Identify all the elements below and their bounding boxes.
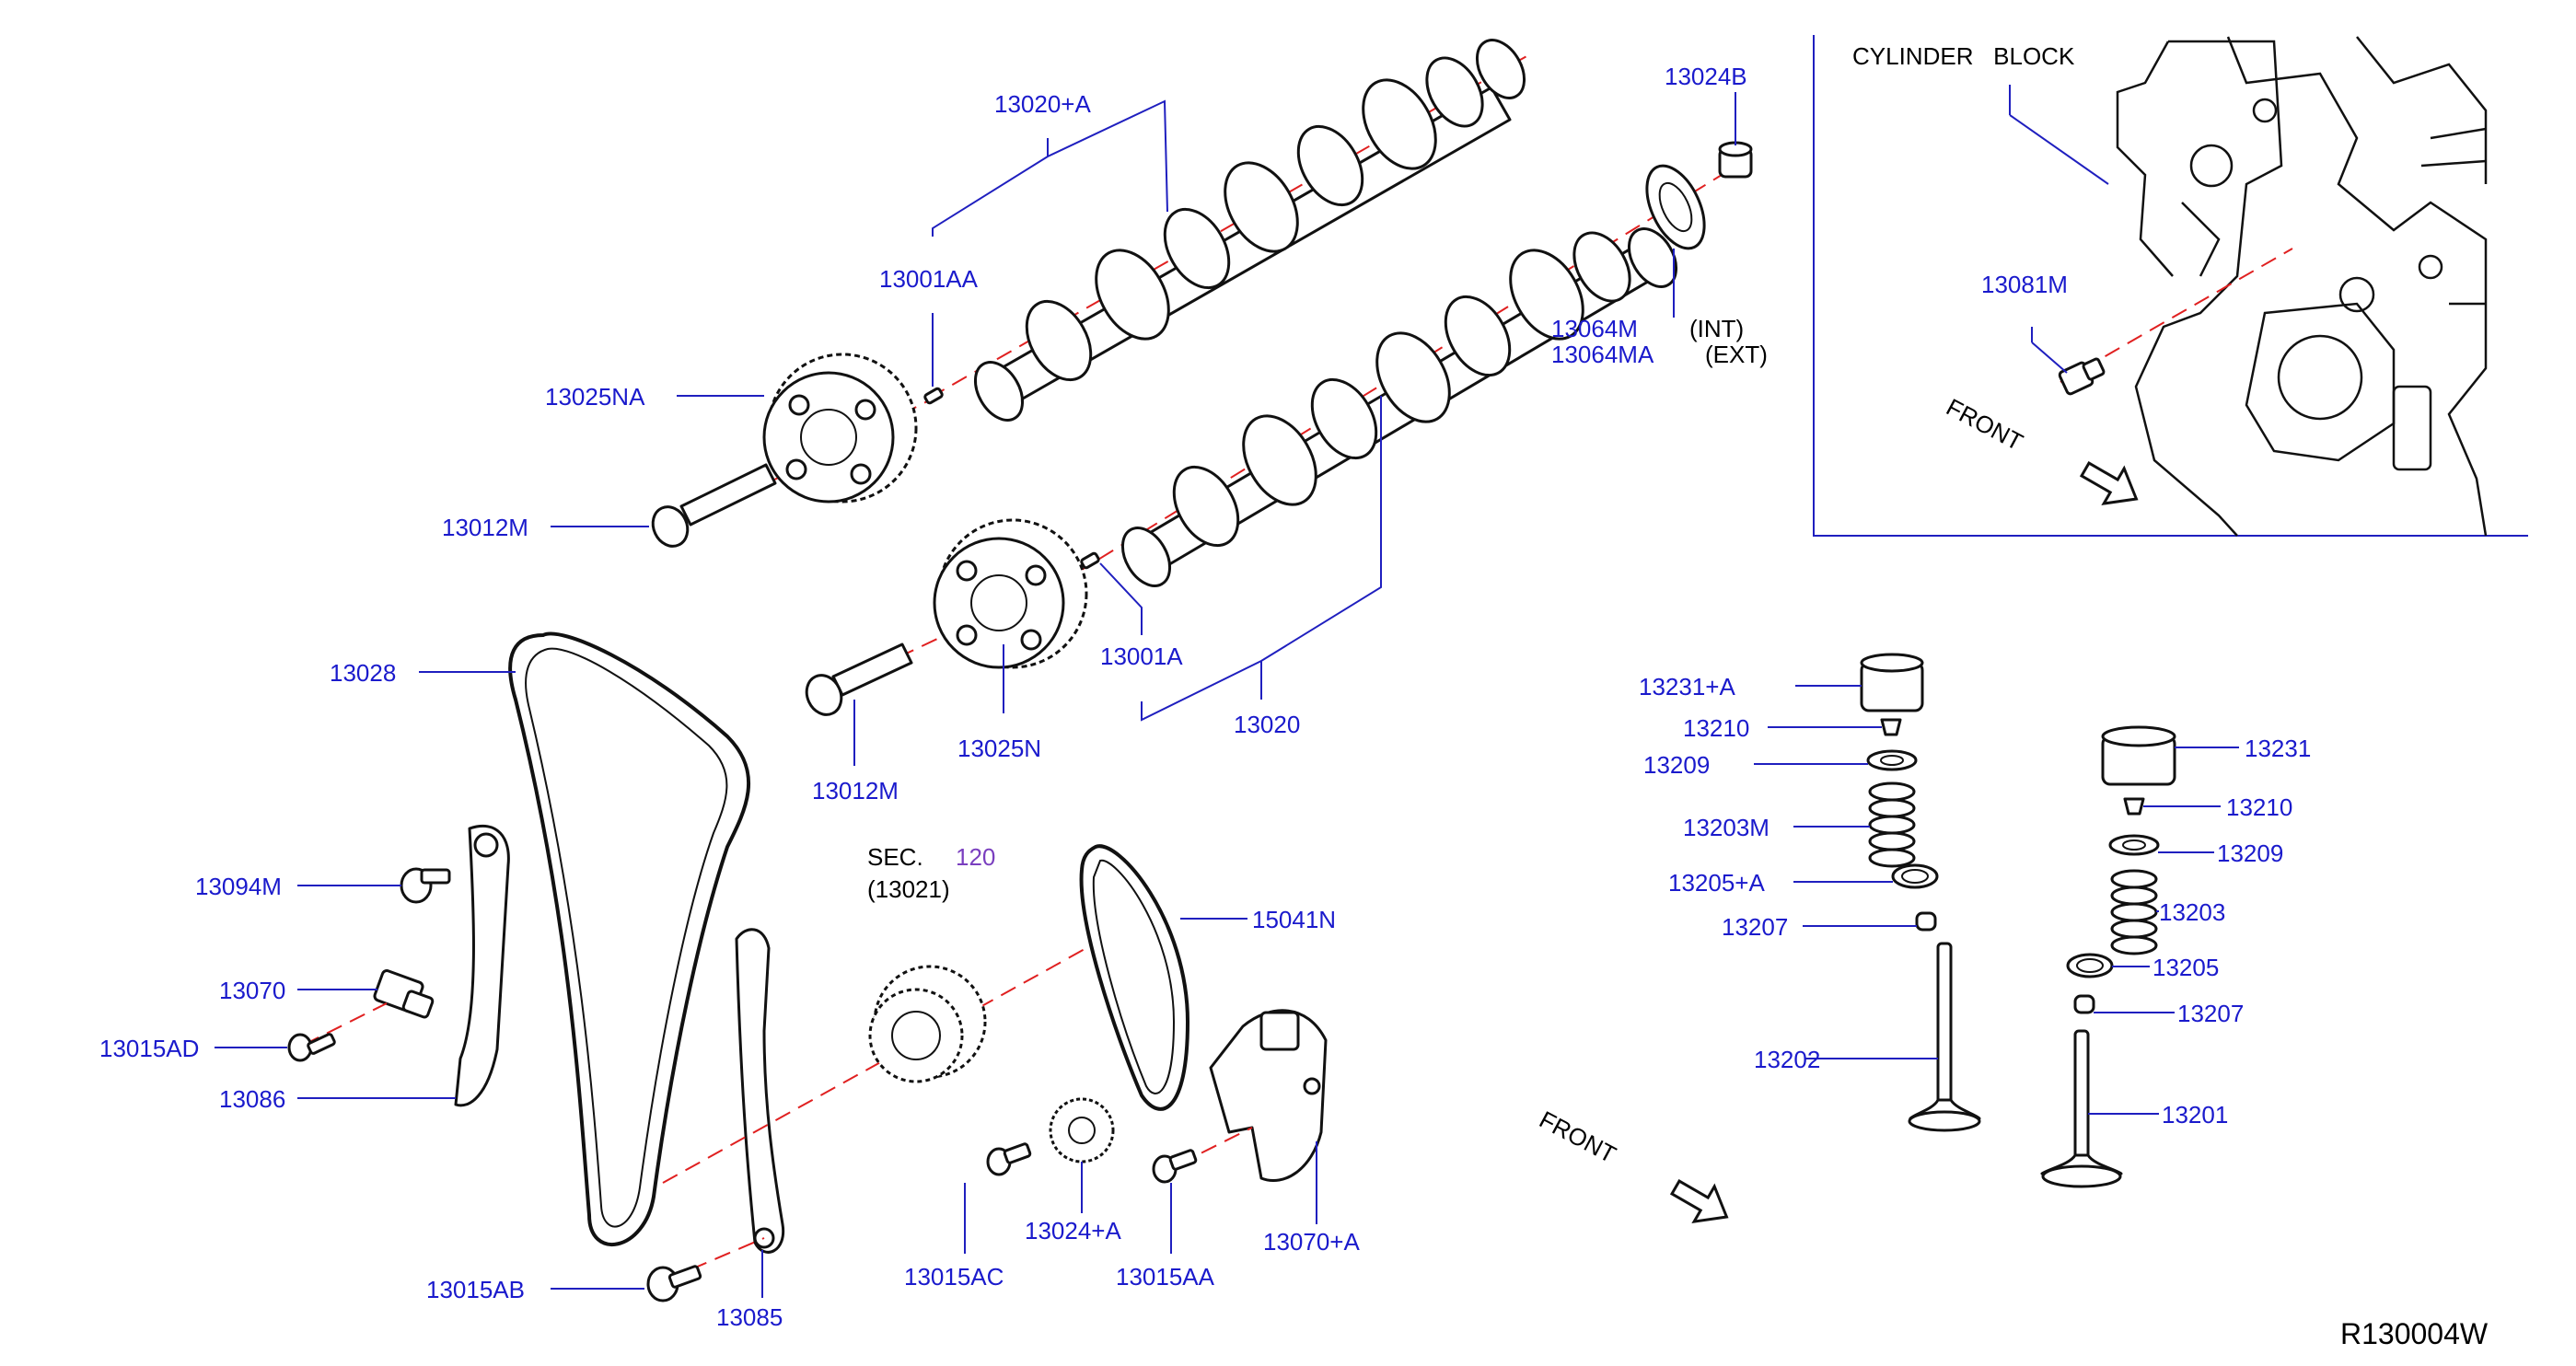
exhaust-valve-13202 — [1908, 942, 1981, 1132]
label-13020[interactable]: 13020 — [1234, 711, 1300, 738]
label-13001A[interactable]: 13001A — [1100, 642, 1183, 670]
crank-sprocket-13021 — [868, 965, 987, 1083]
label-13209-left[interactable]: 13209 — [1643, 751, 1710, 779]
label-13028[interactable]: 13028 — [330, 659, 396, 687]
label-13203[interactable]: 13203 — [2159, 898, 2225, 926]
bolt-13015AA — [1152, 1127, 1253, 1184]
label-13024A[interactable]: 13024+A — [1025, 1217, 1121, 1244]
label-13207-left[interactable]: 13207 — [1722, 913, 1788, 941]
label-13231A[interactable]: 13231+A — [1639, 673, 1735, 700]
illustration-reference-code: R130004W — [2340, 1317, 2489, 1350]
slack-guide-13086 — [454, 824, 510, 1107]
label-13070A[interactable]: 13070+A — [1263, 1228, 1360, 1256]
front-arrow-top — [2079, 461, 2139, 505]
valve-spring-13203 — [2110, 869, 2158, 955]
signal-plate-13064M — [1645, 164, 1706, 250]
bolt-13015AC — [986, 1142, 1032, 1176]
oil-pump-sprocket-13024A — [1049, 1097, 1115, 1163]
label-13094M[interactable]: 13094M — [195, 873, 282, 900]
intake-camshaft — [929, 39, 1529, 422]
label-cylinder-block: CYLINDER BLOCK — [1852, 42, 2075, 70]
label-13025NA[interactable]: 13025NA — [545, 383, 645, 411]
bolt-13015AB — [646, 1237, 765, 1302]
bolt-13015AD — [287, 1002, 388, 1062]
valve-train-left — [1860, 653, 1981, 1132]
secondary-chain-15041N — [1079, 844, 1190, 1111]
label-13070[interactable]: 13070 — [219, 977, 285, 1004]
valve-collet-13210-left — [1880, 718, 1902, 736]
label-ext: (EXT) — [1705, 341, 1768, 368]
bolt-13012M-bottom — [805, 642, 913, 716]
crank-axis — [662, 947, 1087, 1184]
label-13012M-bottom[interactable]: 13012M — [812, 777, 899, 805]
valve-lifter-13231A — [1860, 653, 1924, 712]
label-front-bottom: FRONT — [1535, 1106, 1620, 1169]
leader-lines — [215, 92, 2239, 1298]
cylinder-block-illustration — [2116, 36, 2488, 537]
13081M-plug — [2058, 357, 2106, 396]
bolt-13012M-top — [651, 463, 777, 548]
label-13207-right[interactable]: 13207 — [2177, 1000, 2244, 1027]
label-13209-right[interactable]: 13209 — [2217, 839, 2283, 867]
label-13201[interactable]: 13201 — [2162, 1101, 2228, 1129]
label-13015AC[interactable]: 13015AC — [904, 1263, 1004, 1291]
label-int: (INT) — [1689, 315, 1744, 342]
label-15041N[interactable]: 15041N — [1252, 906, 1336, 933]
13081M-axis — [2060, 248, 2293, 383]
label-13015AA[interactable]: 13015AA — [1116, 1263, 1215, 1291]
tension-guide-13085 — [735, 928, 785, 1254]
spring-retainer-13209-right — [2108, 834, 2160, 856]
vtc-sprocket-13025N — [828, 518, 1088, 691]
label-sec: SEC. — [867, 843, 923, 871]
label-13203M[interactable]: 13203M — [1683, 814, 1770, 841]
label-13012M-top[interactable]: 13012M — [442, 514, 528, 541]
spring-retainer-13209-left — [1866, 749, 1918, 771]
chain-tensioner-13070 — [373, 969, 435, 1019]
exhaust-camshaft — [1076, 174, 1723, 587]
label-13205[interactable]: 13205 — [2152, 954, 2219, 981]
vtc-sprocket-13025NA — [671, 353, 935, 533]
spring-seat-13205A — [1891, 863, 1939, 889]
inset-frame — [1813, 35, 2528, 537]
valve-spring-13203M — [1868, 781, 1916, 868]
label-sec-part: (13021) — [867, 875, 950, 903]
label-13024B[interactable]: 13024B — [1665, 63, 1747, 90]
plug-13024B — [1718, 141, 1753, 179]
label-13205A[interactable]: 13205+A — [1668, 869, 1765, 897]
label-sec-number[interactable]: 120 — [956, 843, 995, 871]
intake-valve-13201 — [2040, 1029, 2123, 1188]
label-13086[interactable]: 13086 — [219, 1085, 285, 1113]
spring-seat-13205 — [2066, 953, 2114, 978]
label-13081M[interactable]: 13081M — [1981, 271, 2068, 298]
label-13015AB[interactable]: 13015AB — [426, 1276, 525, 1303]
front-arrow-bottom — [1669, 1179, 1729, 1223]
valve-collet-13210-right — [2123, 797, 2145, 816]
label-13210-right[interactable]: 13210 — [2226, 793, 2292, 821]
label-13210-left[interactable]: 13210 — [1683, 714, 1749, 742]
pivot-bolt-13094M — [400, 867, 451, 904]
label-13064MA[interactable]: 13064MA — [1551, 341, 1654, 368]
valve-lifter-13231 — [2101, 725, 2176, 786]
label-13202[interactable]: 13202 — [1754, 1046, 1820, 1073]
chain-tensioner-13070A — [1209, 1009, 1328, 1183]
label-13015AD[interactable]: 13015AD — [99, 1035, 199, 1062]
label-13231[interactable]: 13231 — [2245, 735, 2311, 762]
camshaft-dowel-13001A — [1080, 551, 1100, 570]
valve-oil-seal-13207-left — [1915, 911, 1937, 932]
camshaft-dowel-13001AA — [923, 387, 944, 405]
cylinder-block-inset — [1813, 35, 2528, 537]
label-13001AA[interactable]: 13001AA — [879, 265, 979, 293]
label-13085[interactable]: 13085 — [716, 1303, 783, 1331]
label-front-top: FRONT — [1942, 393, 2027, 457]
label-13064M[interactable]: 13064M — [1551, 315, 1638, 342]
label-13020A[interactable]: 13020+A — [994, 90, 1091, 118]
label-13025N[interactable]: 13025N — [957, 735, 1041, 762]
timing-chain-13028 — [508, 631, 750, 1246]
valve-oil-seal-13207-right — [2073, 994, 2095, 1014]
